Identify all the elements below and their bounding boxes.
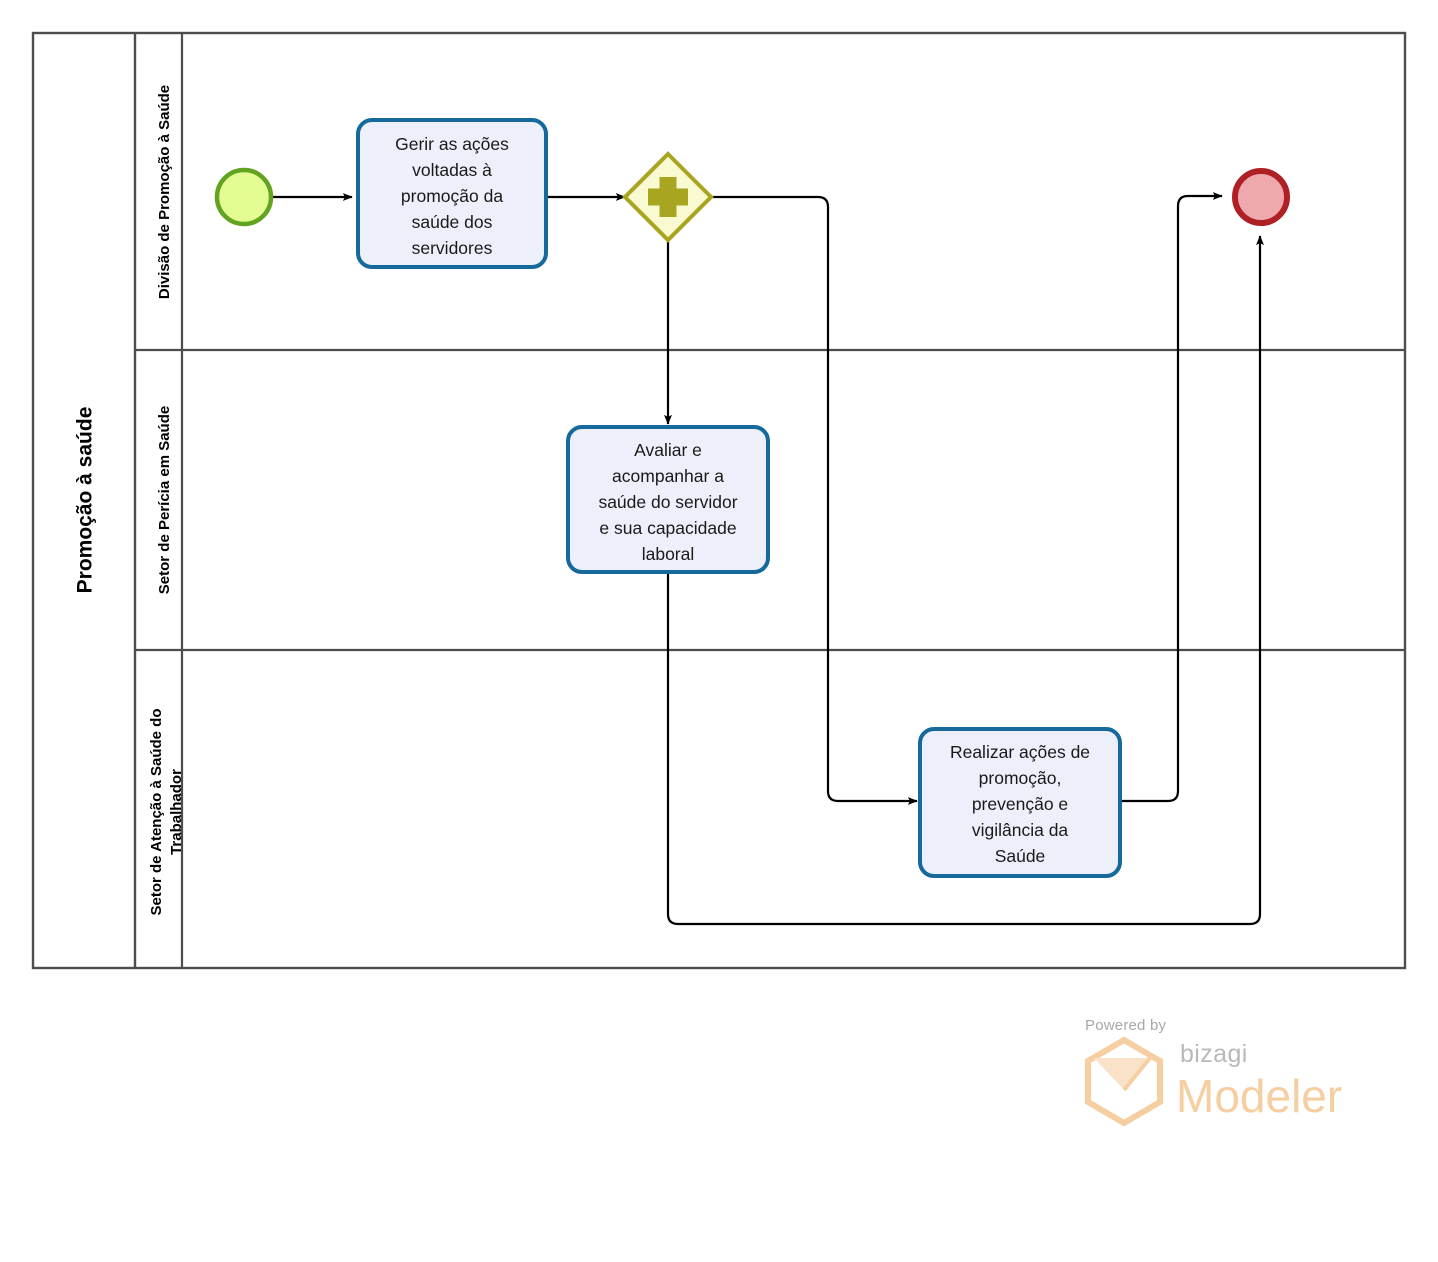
task-gerir-as-acoes[interactable]: Gerir as ações voltadas à promoção da sa… <box>356 118 548 269</box>
start-event-circle <box>214 167 274 227</box>
lane-setor-de-pericia-em-saude[interactable]: Setor de Perícia em Saúde <box>135 350 1405 652</box>
task-gerir-line-3: promoção da <box>401 186 503 206</box>
task-realizar-line-3: prevenção e <box>972 794 1068 814</box>
task-realizar-line-5: Saúde <box>995 846 1046 866</box>
end-event-circle <box>1232 168 1290 226</box>
lane-label-divisao: Divisão de Promoção à Saúde <box>156 85 173 299</box>
lane-label-atencao-line1: Setor de Atenção à Saúde do <box>148 709 165 916</box>
sequence-flows <box>272 192 1264 926</box>
task-gerir-line-4: saúde dos <box>412 212 493 232</box>
task-avaliar-line-5: laboral <box>642 544 695 564</box>
gateway-plus-horizontal <box>648 188 688 206</box>
task-realizar-line-2: promoção, <box>979 768 1062 788</box>
parallel-gateway[interactable] <box>622 151 714 243</box>
watermark-product: Modeler <box>1176 1070 1342 1122</box>
lane-divisao-de-promocao-a-saude[interactable]: Divisão de Promoção à Saúde <box>135 33 1405 352</box>
watermark-powered-by: Powered by <box>1085 1017 1167 1034</box>
bizagi-watermark: Powered by bizagi Modeler <box>1085 1017 1342 1127</box>
task-gerir-box <box>356 118 548 269</box>
flow-gateway-to-realizar[interactable] <box>711 195 918 805</box>
lane-setor-de-atencao-a-saude-do-trabalhador[interactable]: Setor de Atenção à Saúde do Trabalhador <box>148 650 185 968</box>
pool-promocao-a-saude[interactable]: Promoção à saúde <box>31 31 1407 970</box>
task-realizar-line-4: vigilância da <box>972 820 1069 840</box>
task-gerir-line-1: Gerir as ações <box>395 134 509 154</box>
watermark-brand: bizagi <box>1180 1040 1248 1068</box>
bizagi-hexagon-icon <box>1085 1036 1163 1127</box>
hexagon-inner-line <box>1122 1056 1152 1092</box>
hexagon-outline <box>1085 1036 1163 1127</box>
lane-label-pericia: Setor de Perícia em Saúde <box>156 406 173 594</box>
pool-outline <box>31 31 1407 970</box>
task-gerir-line-5: servidores <box>412 238 493 258</box>
end-event[interactable] <box>1232 168 1290 226</box>
task-avaliar-line-4: e sua capacidade <box>599 518 736 538</box>
flow-realizar-to-end[interactable] <box>1120 192 1223 803</box>
task-realizar-acoes[interactable]: Realizar ações de promoção, prevenção e … <box>918 727 1122 878</box>
task-avaliar-line-3: saúde do servidor <box>598 492 737 512</box>
flow-avaliar-to-end[interactable] <box>666 235 1264 926</box>
lane-label-atencao-line2: Trabalhador <box>168 769 185 855</box>
task-avaliar-box <box>566 425 770 574</box>
task-realizar-line-1: Realizar ações de <box>950 742 1090 762</box>
hexagon-inner-triangle <box>1094 1058 1150 1090</box>
pool-title: Promoção à saúde <box>74 407 97 594</box>
task-realizar-box <box>918 727 1122 878</box>
task-gerir-line-2: voltadas à <box>412 160 492 180</box>
task-avaliar-e-acompanhar[interactable]: Avaliar e acompanhar a saúde do servidor… <box>566 425 770 574</box>
task-avaliar-line-2: acompanhar a <box>612 466 724 486</box>
start-event[interactable] <box>214 167 274 227</box>
task-avaliar-line-1: Avaliar e <box>634 440 702 460</box>
